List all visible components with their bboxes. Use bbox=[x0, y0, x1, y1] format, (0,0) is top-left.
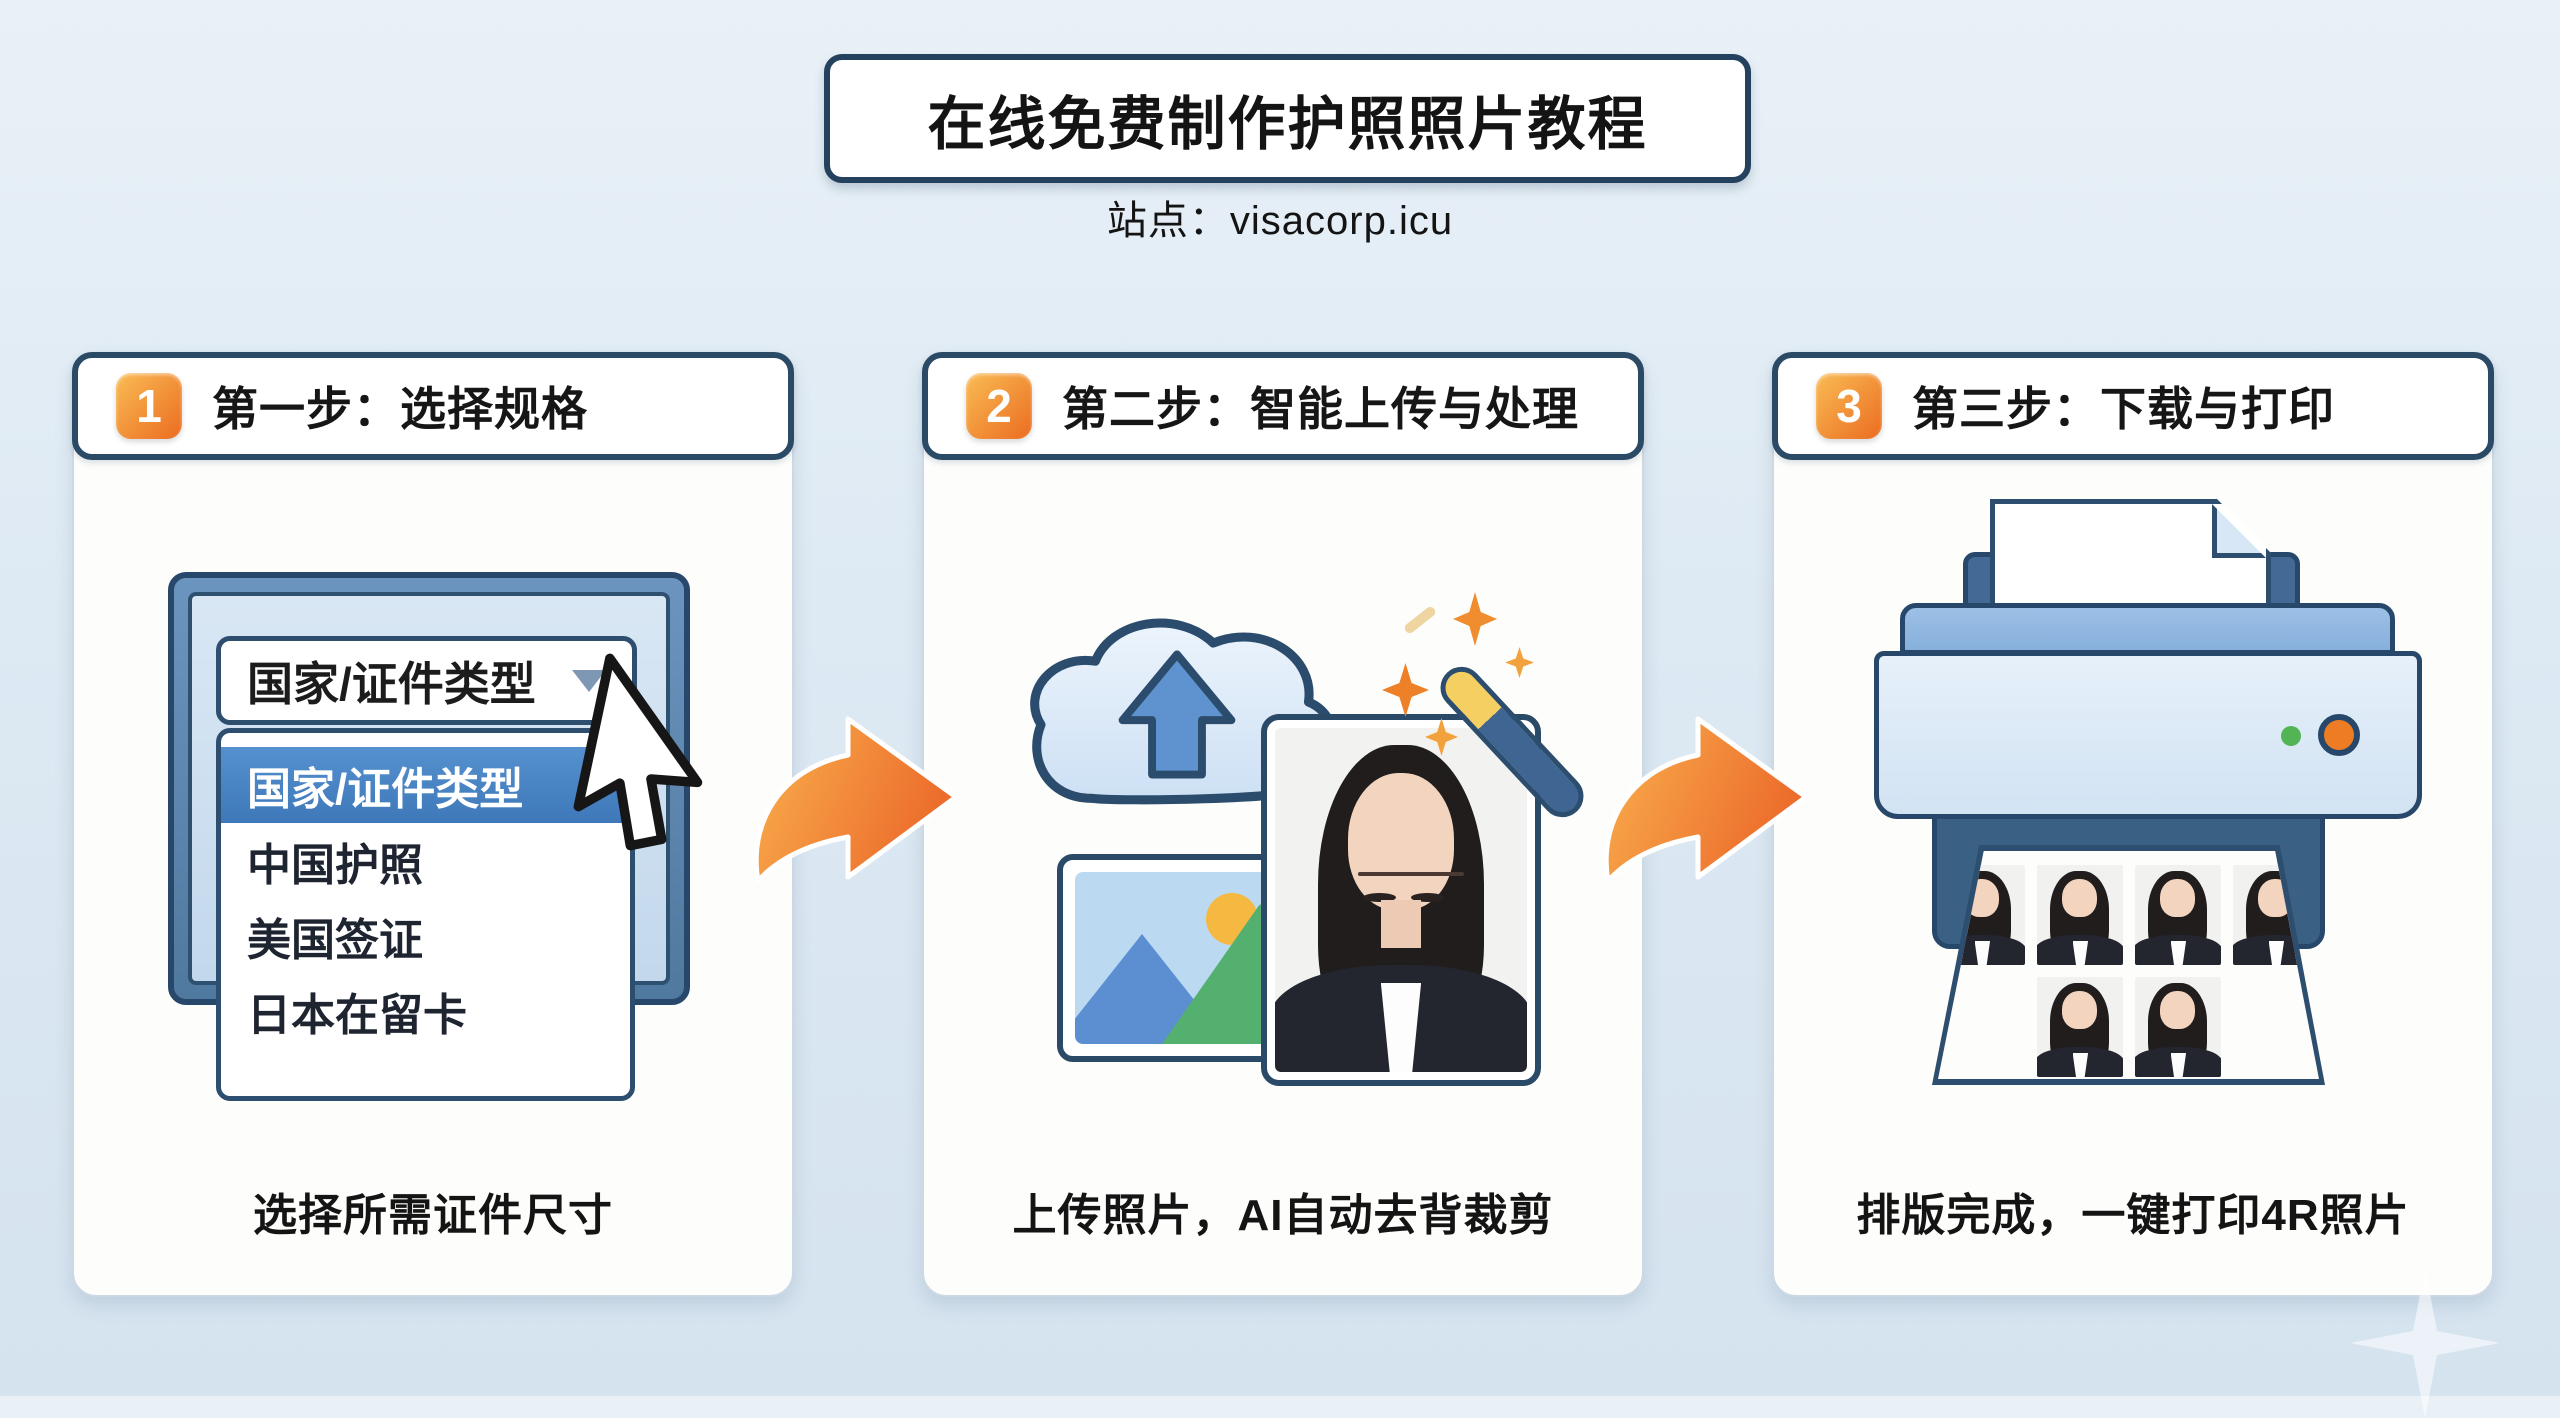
printed-photo bbox=[2134, 977, 2221, 1077]
sparkle-icon bbox=[1382, 663, 1429, 717]
step2-caption: 上传照片，AI自动去背裁剪 bbox=[1012, 1191, 1554, 1240]
dropdown-option[interactable]: 中国护照 bbox=[247, 840, 423, 890]
step1-card: 1 第一步：选择规格 国家/证件类型 国家/证件类型 中国护照 美国签证 日本在… bbox=[72, 352, 794, 1297]
country-type-select[interactable]: 国家/证件类型 bbox=[216, 636, 637, 725]
dropdown-option[interactable]: 日本在留卡 bbox=[247, 990, 467, 1040]
portrait-face bbox=[1348, 772, 1454, 911]
arrow-right-icon bbox=[1603, 716, 1809, 884]
dropdown-option-selected[interactable]: 国家/证件类型 bbox=[221, 747, 630, 823]
page-title-box: 在线免费制作护照照片教程 bbox=[824, 54, 1751, 183]
step1-title: 第一步：选择规格 bbox=[212, 383, 588, 435]
step1-number-badge: 1 bbox=[116, 373, 182, 439]
site-url: 站点：visacorp.icu bbox=[1106, 199, 1454, 243]
sparkle-icon bbox=[1453, 592, 1497, 646]
portrait-brow bbox=[1358, 872, 1414, 877]
select-value: 国家/证件类型 bbox=[247, 657, 536, 710]
printer-led-green bbox=[2281, 726, 2301, 746]
printed-photo-grid bbox=[1938, 851, 2319, 1079]
portrait-neck bbox=[1380, 900, 1422, 949]
country-type-dropdown: 国家/证件类型 中国护照 美国签证 日本在留卡 bbox=[216, 728, 635, 1101]
portrait-brow bbox=[1408, 872, 1464, 877]
printed-photo bbox=[2036, 977, 2123, 1077]
printer-lid bbox=[1900, 603, 2395, 655]
printed-photo bbox=[2134, 865, 2221, 965]
step3-number-badge: 3 bbox=[1816, 373, 1882, 439]
step3-header: 3 第三步：下载与打印 bbox=[1772, 352, 2494, 460]
sparkle-icon bbox=[1505, 647, 1534, 678]
printed-photo bbox=[2036, 865, 2123, 965]
arrow-right-icon bbox=[753, 716, 959, 884]
chevron-down-icon bbox=[572, 669, 606, 692]
page-title: 在线免费制作护照照片教程 bbox=[927, 91, 1648, 157]
portrait-photo bbox=[1261, 714, 1541, 1086]
step2-header: 2 第二步：智能上传与处理 bbox=[922, 352, 1644, 460]
step2-number-badge: 2 bbox=[966, 373, 1032, 439]
printer-power-button bbox=[2318, 714, 2360, 756]
step1-header: 1 第一步：选择规格 bbox=[72, 352, 794, 460]
paper-fold bbox=[2212, 504, 2266, 558]
step3-card: 3 第三步：下载与打印 bbox=[1772, 352, 2494, 1297]
step3-title: 第三步：下载与打印 bbox=[1912, 383, 2335, 435]
sparkle-dash bbox=[1402, 604, 1438, 636]
dropdown-option[interactable]: 美国签证 bbox=[247, 915, 423, 965]
step3-caption: 排版完成，一键打印4R照片 bbox=[1856, 1191, 2410, 1240]
printed-photo-sheet bbox=[1932, 845, 2325, 1085]
step1-caption: 选择所需证件尺寸 bbox=[253, 1191, 613, 1240]
step2-card: 2 第二步：智能上传与处理 bbox=[922, 352, 1644, 1297]
portrait-eye bbox=[1363, 893, 1396, 903]
portrait-eye bbox=[1411, 893, 1444, 903]
cursor-icon bbox=[573, 653, 703, 851]
step2-title: 第二步：智能上传与处理 bbox=[1062, 383, 1579, 435]
portrait-photo-canvas bbox=[1275, 728, 1527, 1072]
